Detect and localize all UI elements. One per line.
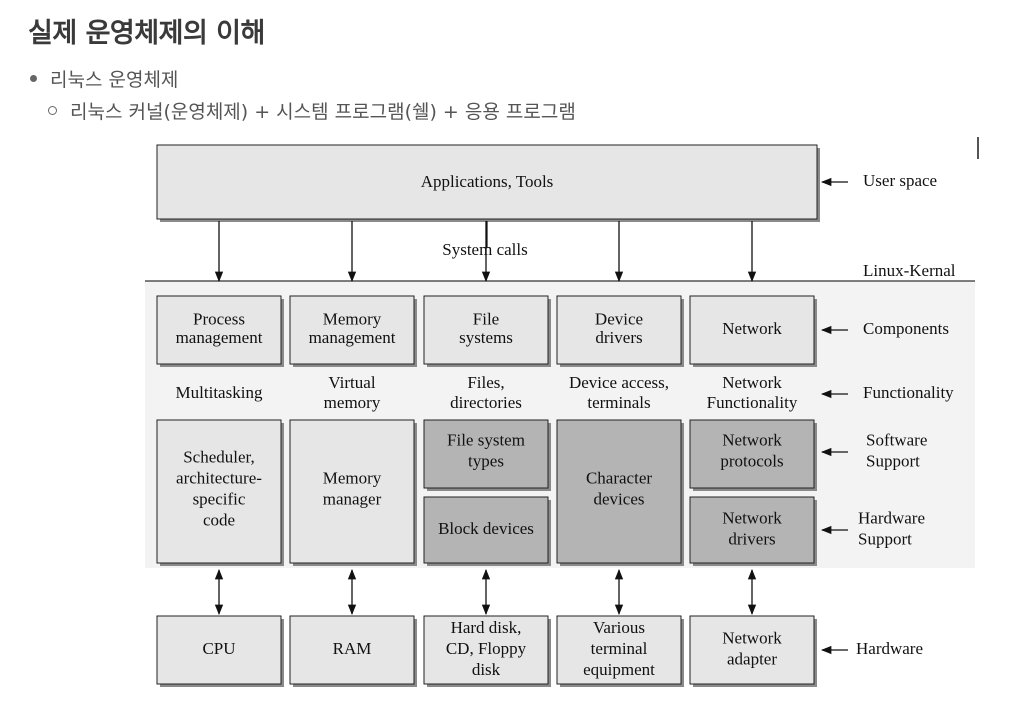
hardware-box — [423, 615, 549, 685]
functionality-label: terminals — [587, 393, 650, 412]
components-side-label: Components — [863, 319, 949, 338]
component-box — [689, 295, 815, 365]
hardware-label: Hard disk, — [451, 618, 522, 637]
component-box — [156, 295, 282, 365]
hardware-label: disk — [472, 660, 501, 679]
functionality-label: Virtual — [328, 373, 375, 392]
component-label: systems — [459, 328, 513, 347]
hardware-box — [689, 615, 815, 685]
component-label: File — [473, 310, 499, 329]
hardware-label: CPU — [202, 639, 235, 658]
block-devices-label: Block devices — [438, 519, 534, 538]
linux-kernal-label: Linux-Kernal — [863, 261, 956, 280]
hardware-label: Various — [593, 618, 645, 637]
fs-types-label: types — [468, 451, 504, 470]
bullet-ring-icon — [48, 106, 57, 115]
scheduler-label: architecture- — [176, 468, 262, 487]
component-label: Device — [595, 310, 643, 329]
scheduler-label: code — [203, 510, 235, 529]
memory-manager-label: manager — [323, 489, 382, 508]
character-devices-label: devices — [594, 489, 645, 508]
block-devices-box — [423, 496, 549, 564]
component-box — [556, 295, 682, 365]
component-label: Memory — [323, 310, 382, 329]
component-label: Process — [193, 310, 245, 329]
component-box — [423, 295, 549, 365]
component-label: management — [309, 328, 396, 347]
functionality-label: Functionality — [707, 393, 798, 412]
component-label: management — [176, 328, 263, 347]
functionality-side-label: Functionality — [863, 383, 954, 402]
applications-tools-box — [156, 144, 818, 220]
character-devices-box — [556, 419, 682, 564]
bullet-subtext: 리눅스 커널(운영체제) + 시스템 프로그램(쉘) + 응용 프로그램 — [70, 101, 576, 123]
hardware-side-label: Hardware — [856, 639, 923, 658]
bullet-text: 리눅스 운영체제 — [50, 69, 179, 91]
hardware-box — [156, 615, 282, 685]
bullet-dot-icon — [30, 75, 37, 82]
user-space-side-label: User space — [863, 171, 937, 190]
network-drivers-label: Network — [722, 508, 782, 527]
hardware-box — [556, 615, 682, 685]
applications-tools-label: Applications, Tools — [421, 172, 554, 191]
functionality-label: Multitasking — [176, 383, 263, 402]
network-protocols-box — [689, 419, 815, 489]
network-drivers-label: drivers — [728, 529, 775, 548]
scheduler-label: Scheduler, — [183, 447, 255, 466]
character-devices-label: Character — [586, 468, 652, 487]
hardware-label: CD, Floppy — [446, 639, 527, 658]
functionality-label: Files, — [467, 373, 504, 392]
network-protocols-label: protocols — [720, 451, 783, 470]
hardware-support-side-label: Support — [858, 529, 912, 548]
fs-types-box — [423, 419, 549, 489]
functionality-label: Network — [722, 373, 782, 392]
scheduler-box — [156, 419, 282, 564]
bullet-item-linux-os: 리눅스 운영체제 — [30, 65, 178, 92]
hardware-support-side-label: Hardware — [858, 508, 925, 527]
page-title: 실제 운영체제의 이해 — [28, 18, 265, 49]
network-drivers-box — [689, 496, 815, 564]
memory-manager-box — [289, 419, 415, 564]
network-protocols-label: Network — [722, 430, 782, 449]
component-label: Network — [722, 319, 782, 338]
hardware-label: RAM — [333, 639, 372, 658]
system-calls-label: System calls — [442, 240, 527, 259]
functionality-label: memory — [324, 393, 381, 412]
component-box — [289, 295, 415, 365]
software-support-side-label: Software — [866, 430, 927, 449]
fs-types-label: File system — [447, 430, 525, 449]
bullet-subitem-linux-kernel: 리눅스 커널(운영체제) + 시스템 프로그램(쉘) + 응용 프로그램 — [48, 97, 576, 124]
component-label: drivers — [595, 328, 642, 347]
hardware-box — [289, 615, 415, 685]
functionality-label: Device access, — [569, 373, 669, 392]
functionality-label: directories — [450, 393, 522, 412]
scheduler-label: specific — [193, 489, 246, 508]
hardware-label: equipment — [583, 660, 655, 679]
hardware-label: terminal — [591, 639, 648, 658]
hardware-label: adapter — [727, 649, 777, 668]
hardware-label: Network — [722, 628, 782, 647]
memory-manager-label: Memory — [323, 468, 382, 487]
text-cursor — [977, 137, 979, 159]
software-support-side-label: Support — [866, 451, 920, 470]
